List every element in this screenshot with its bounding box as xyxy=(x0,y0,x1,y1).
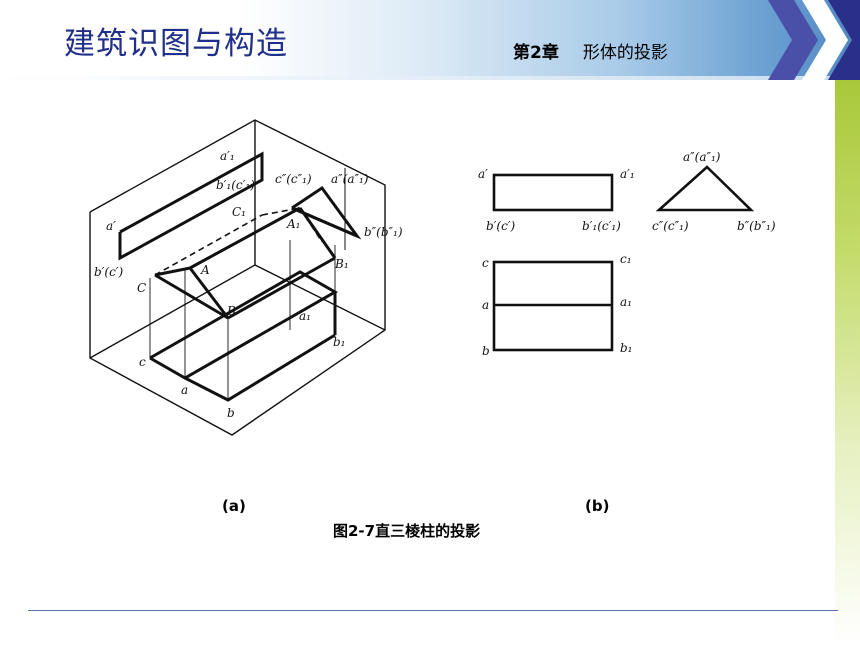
label-c: c xyxy=(139,355,146,369)
figure-b xyxy=(492,165,755,352)
chapter-topic: 形体的投影 xyxy=(582,43,668,63)
label-B1: B₁ xyxy=(334,257,349,271)
bottom-divider xyxy=(28,610,838,611)
label-c-dprime-1: c″(c″₁) xyxy=(275,172,312,186)
label-A1: A₁ xyxy=(286,217,300,231)
label-b-dprime: b″(b″₁) xyxy=(364,225,403,239)
label-b-a-prime-1: a′₁ xyxy=(620,167,635,181)
label-a1: a₁ xyxy=(299,309,311,323)
subfigure-a-label: (a) xyxy=(222,497,246,515)
label-a: a xyxy=(181,383,188,397)
label-b1: b₁ xyxy=(333,335,346,349)
header-band-lower xyxy=(0,76,860,80)
label-b-a-prime: a′ xyxy=(478,167,488,181)
label-b-b1: b₁ xyxy=(620,341,633,355)
chapter-heading: 第2章 形体的投影 xyxy=(513,38,668,63)
label-b-c-dprime: c″(c″₁) xyxy=(652,219,689,233)
label-a-prime: a′ xyxy=(106,219,116,233)
page-title: 建筑识图与构造 xyxy=(64,26,288,62)
chevron-icon xyxy=(768,0,860,80)
label-b-c1: c₁ xyxy=(620,252,632,266)
label-B: B xyxy=(226,304,236,318)
label-C: C xyxy=(137,281,146,295)
side-accent-bar xyxy=(835,80,860,645)
label-b-prime-1-c-prime-1: b′₁(c′₁) xyxy=(216,178,255,192)
label-b-b: b xyxy=(482,344,490,358)
label-b: b xyxy=(227,406,235,420)
label-b-a-dprime: a″(a″₁) xyxy=(683,150,721,164)
figure-caption: 图2-7直三棱柱的投影 xyxy=(333,522,481,540)
figure-a xyxy=(89,119,386,436)
header-band xyxy=(0,0,860,80)
figure-a-labels: a′₁ b′₁(c′₁) c″(c″₁) a″(a″₁) C₁ A₁ a′ b″… xyxy=(94,149,403,420)
label-C1: C₁ xyxy=(232,205,246,219)
label-b-a1: a₁ xyxy=(620,295,632,309)
subfigure-b-label: (b) xyxy=(585,497,610,515)
label-A: A xyxy=(200,263,210,277)
label-b-b-prime-1-c-prime-1: b′₁(c′₁) xyxy=(582,219,621,233)
label-b-a: a xyxy=(482,298,489,312)
label-b-b-dprime: b″(b″₁) xyxy=(737,219,776,233)
label-a-dprime-1: a″(a″₁) xyxy=(331,172,369,186)
label-b-b-prime-c-prime: b′(c′) xyxy=(486,219,516,233)
label-b-prime-c-prime: b′(c′) xyxy=(94,265,124,279)
figure-b-labels: a′ a′₁ b′(c′) b′₁(c′₁) a″(a″₁) c″(c″₁) b… xyxy=(478,150,776,358)
label-a-prime-1: a′₁ xyxy=(220,149,235,163)
chapter-number: 第2章 xyxy=(513,43,559,63)
label-b-c: c xyxy=(482,256,489,270)
